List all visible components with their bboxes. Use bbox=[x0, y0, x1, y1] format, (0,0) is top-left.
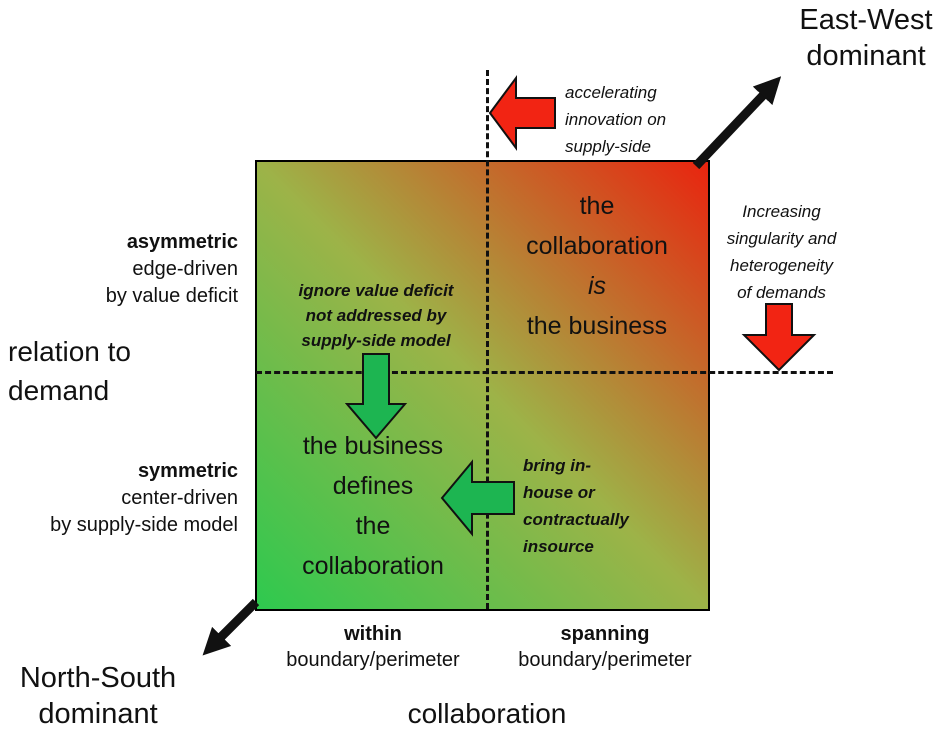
x-axis-right-label-bold: spanning bbox=[560, 623, 650, 645]
annotation-bring-in-house: bring in- house or contractually insourc… bbox=[523, 456, 629, 556]
y-axis-upper-label-bold: asymmetric bbox=[126, 231, 238, 253]
red-left-arrow-icon bbox=[489, 74, 556, 152]
y-axis-upper-label: asymmetric edge-driven by value deficit bbox=[30, 229, 238, 310]
y-axis-lower-label-rest: center-driven by supply-side model bbox=[50, 487, 238, 536]
x-axis-left-label-rest: boundary/perimeter bbox=[286, 649, 460, 671]
x-axis-left-label: within boundary/perimeter bbox=[273, 621, 473, 673]
y-axis-title: relation to demand bbox=[8, 336, 131, 406]
x-axis-right-label: spanning boundary/perimeter bbox=[505, 621, 705, 673]
quadrant-top-right-line3: is bbox=[587, 272, 607, 300]
north-south-dominant-label: North-South dominant bbox=[19, 662, 177, 730]
x-axis-left-label-bold: within bbox=[344, 623, 402, 645]
x-axis-title: collaboration bbox=[407, 698, 567, 729]
southwest-arrow-icon bbox=[202, 598, 260, 656]
vertical-dashed-divider bbox=[486, 70, 489, 609]
annotation-ignore-value-deficit: ignore value deficit not addressed by su… bbox=[298, 281, 454, 350]
annotation-increasing-singularity: Increasing singularity and heterogeneity… bbox=[726, 202, 837, 302]
quadrant-bottom-left-line2: defines bbox=[332, 472, 414, 500]
annotation-accelerating-innovation: accelerating innovation on supply-side bbox=[565, 83, 667, 156]
y-axis-upper-label-rest: edge-driven by value deficit bbox=[105, 258, 238, 307]
northeast-arrow-icon bbox=[692, 76, 782, 170]
quadrant-bottom-left-text: the business defines the collaboration bbox=[268, 426, 478, 586]
quadrant-top-right-text: the collaboration is the business bbox=[492, 186, 702, 346]
east-west-dominant-label: East-West dominant bbox=[799, 4, 933, 72]
green-left-arrow-icon bbox=[440, 459, 515, 537]
quadrant-bottom-left-line4: collaboration bbox=[302, 552, 444, 580]
green-down-arrow-icon bbox=[345, 353, 408, 440]
gradient-matrix bbox=[255, 160, 710, 611]
red-down-arrow-icon bbox=[741, 303, 817, 372]
horizontal-dashed-divider bbox=[256, 371, 833, 374]
quadrant-top-right-line1: the bbox=[579, 192, 615, 220]
quadrant-bottom-left-line1: the business bbox=[302, 432, 444, 460]
quadrant-bottom-left-line3: the bbox=[355, 512, 391, 540]
y-axis-lower-label-bold: symmetric bbox=[137, 460, 238, 482]
x-axis-right-label-rest: boundary/perimeter bbox=[518, 649, 692, 671]
y-axis-lower-label: symmetric center-driven by supply-side m… bbox=[30, 458, 238, 539]
quadrant-top-right-line4: the business bbox=[526, 312, 668, 340]
quadrant-top-right-line2: collaboration bbox=[526, 232, 668, 260]
